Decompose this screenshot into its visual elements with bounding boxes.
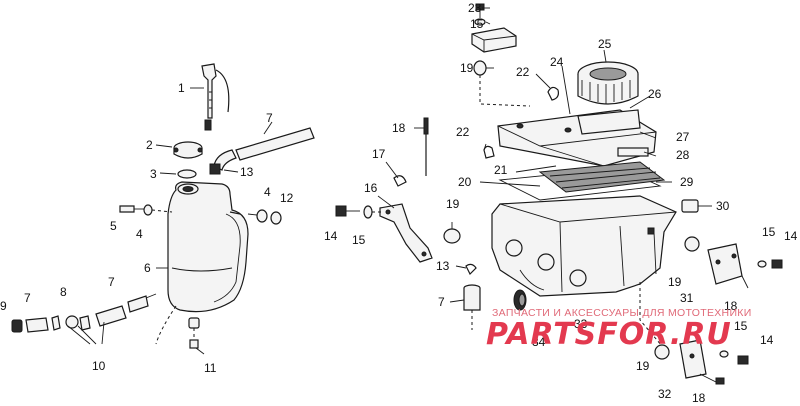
bracket-31 (684, 236, 783, 289)
callout-8: 8 (60, 285, 67, 299)
callout-11: 11 (204, 361, 217, 375)
callout-9: 9 (0, 299, 7, 313)
callout-31: 31 (680, 291, 694, 305)
callout-18c: 18 (692, 391, 706, 405)
callout-15b: 15 (352, 233, 366, 247)
callout-14b: 14 (784, 229, 798, 243)
clip-13 (465, 263, 477, 276)
drain-hose (463, 284, 481, 330)
dipstick (201, 63, 230, 131)
oil-line-parts (11, 293, 157, 345)
watermark-logo: PARTSFOR.RU (486, 317, 732, 352)
callout-23: 23 (468, 1, 482, 15)
callout-2: 2 (146, 138, 153, 152)
callout-15c: 15 (762, 225, 776, 239)
callout-22b: 22 (456, 125, 470, 139)
callout-7d: 7 (438, 295, 445, 309)
callout-16: 16 (364, 181, 378, 195)
callout-10: 10 (92, 359, 106, 373)
watermark-tagline: ЗАПЧАСТИ И АКСЕССУАРЫ ДЛЯ МОТОТЕХНИКИ (492, 307, 752, 319)
oil-tank (167, 181, 249, 313)
callout-4b: 4 (136, 227, 143, 241)
drain-hose-path (155, 305, 177, 345)
callout-13b: 13 (436, 259, 450, 273)
mount-bolt-left (119, 204, 173, 216)
callout-22a: 22 (516, 65, 530, 79)
clamp-lower (483, 145, 495, 159)
callout-15a: 15 (470, 17, 484, 31)
callout-1: 1 (178, 81, 185, 95)
callout-14c: 14 (760, 333, 774, 347)
callout-19b: 19 (446, 197, 460, 211)
callout-21: 21 (494, 163, 508, 177)
seal-ring (177, 169, 197, 179)
callout-29: 29 (680, 175, 694, 189)
callout-15d: 15 (734, 319, 748, 333)
clip-17 (393, 175, 407, 187)
bracket-32 (639, 282, 749, 385)
callout-4a: 4 (264, 185, 271, 199)
airbox-lid (497, 109, 657, 167)
callout-19c: 19 (668, 275, 682, 289)
filter-element (577, 61, 639, 105)
callout-34: 34 (532, 335, 546, 349)
callout-24: 24 (550, 55, 564, 69)
callout-17: 17 (372, 147, 386, 161)
callout-13a: 13 (240, 165, 254, 179)
drain-fitting (188, 317, 200, 349)
bolt-stack-left (335, 205, 382, 219)
callout-18b: 18 (724, 299, 738, 313)
callout-6: 6 (144, 261, 151, 275)
callout-32: 32 (658, 387, 672, 401)
callout-20: 20 (458, 175, 472, 189)
top-screw-stack (471, 3, 531, 107)
callout-7b: 7 (24, 291, 31, 305)
stud-18 (423, 117, 429, 176)
callout-3: 3 (150, 167, 157, 181)
callout-7a: 7 (266, 111, 273, 125)
callout-12: 12 (280, 191, 294, 205)
callout-30: 30 (716, 199, 730, 213)
intake-duct (513, 289, 527, 311)
callout-28: 28 (676, 148, 690, 162)
callout-26: 26 (648, 87, 662, 101)
callout-14a: 14 (324, 229, 338, 243)
bracket-16 (379, 203, 433, 263)
leader-lines (155, 7, 712, 355)
callout-33: 33 (574, 317, 588, 331)
callout-25: 25 (598, 37, 612, 51)
tank-cap (173, 141, 203, 159)
grommet-left (443, 222, 461, 244)
mount-bolt-right (247, 209, 282, 225)
callout-7c: 7 (108, 275, 115, 289)
grommet-30 (681, 199, 699, 213)
clamp-top (547, 86, 559, 101)
filter-screen (538, 161, 666, 193)
callout-27: 27 (676, 130, 690, 144)
callout-18a: 18 (392, 121, 406, 135)
callout-19a: 19 (460, 61, 474, 75)
airbox-base (491, 195, 677, 297)
callout-19d: 19 (636, 359, 650, 373)
vent-hose (209, 127, 315, 175)
callout-5: 5 (110, 219, 117, 233)
